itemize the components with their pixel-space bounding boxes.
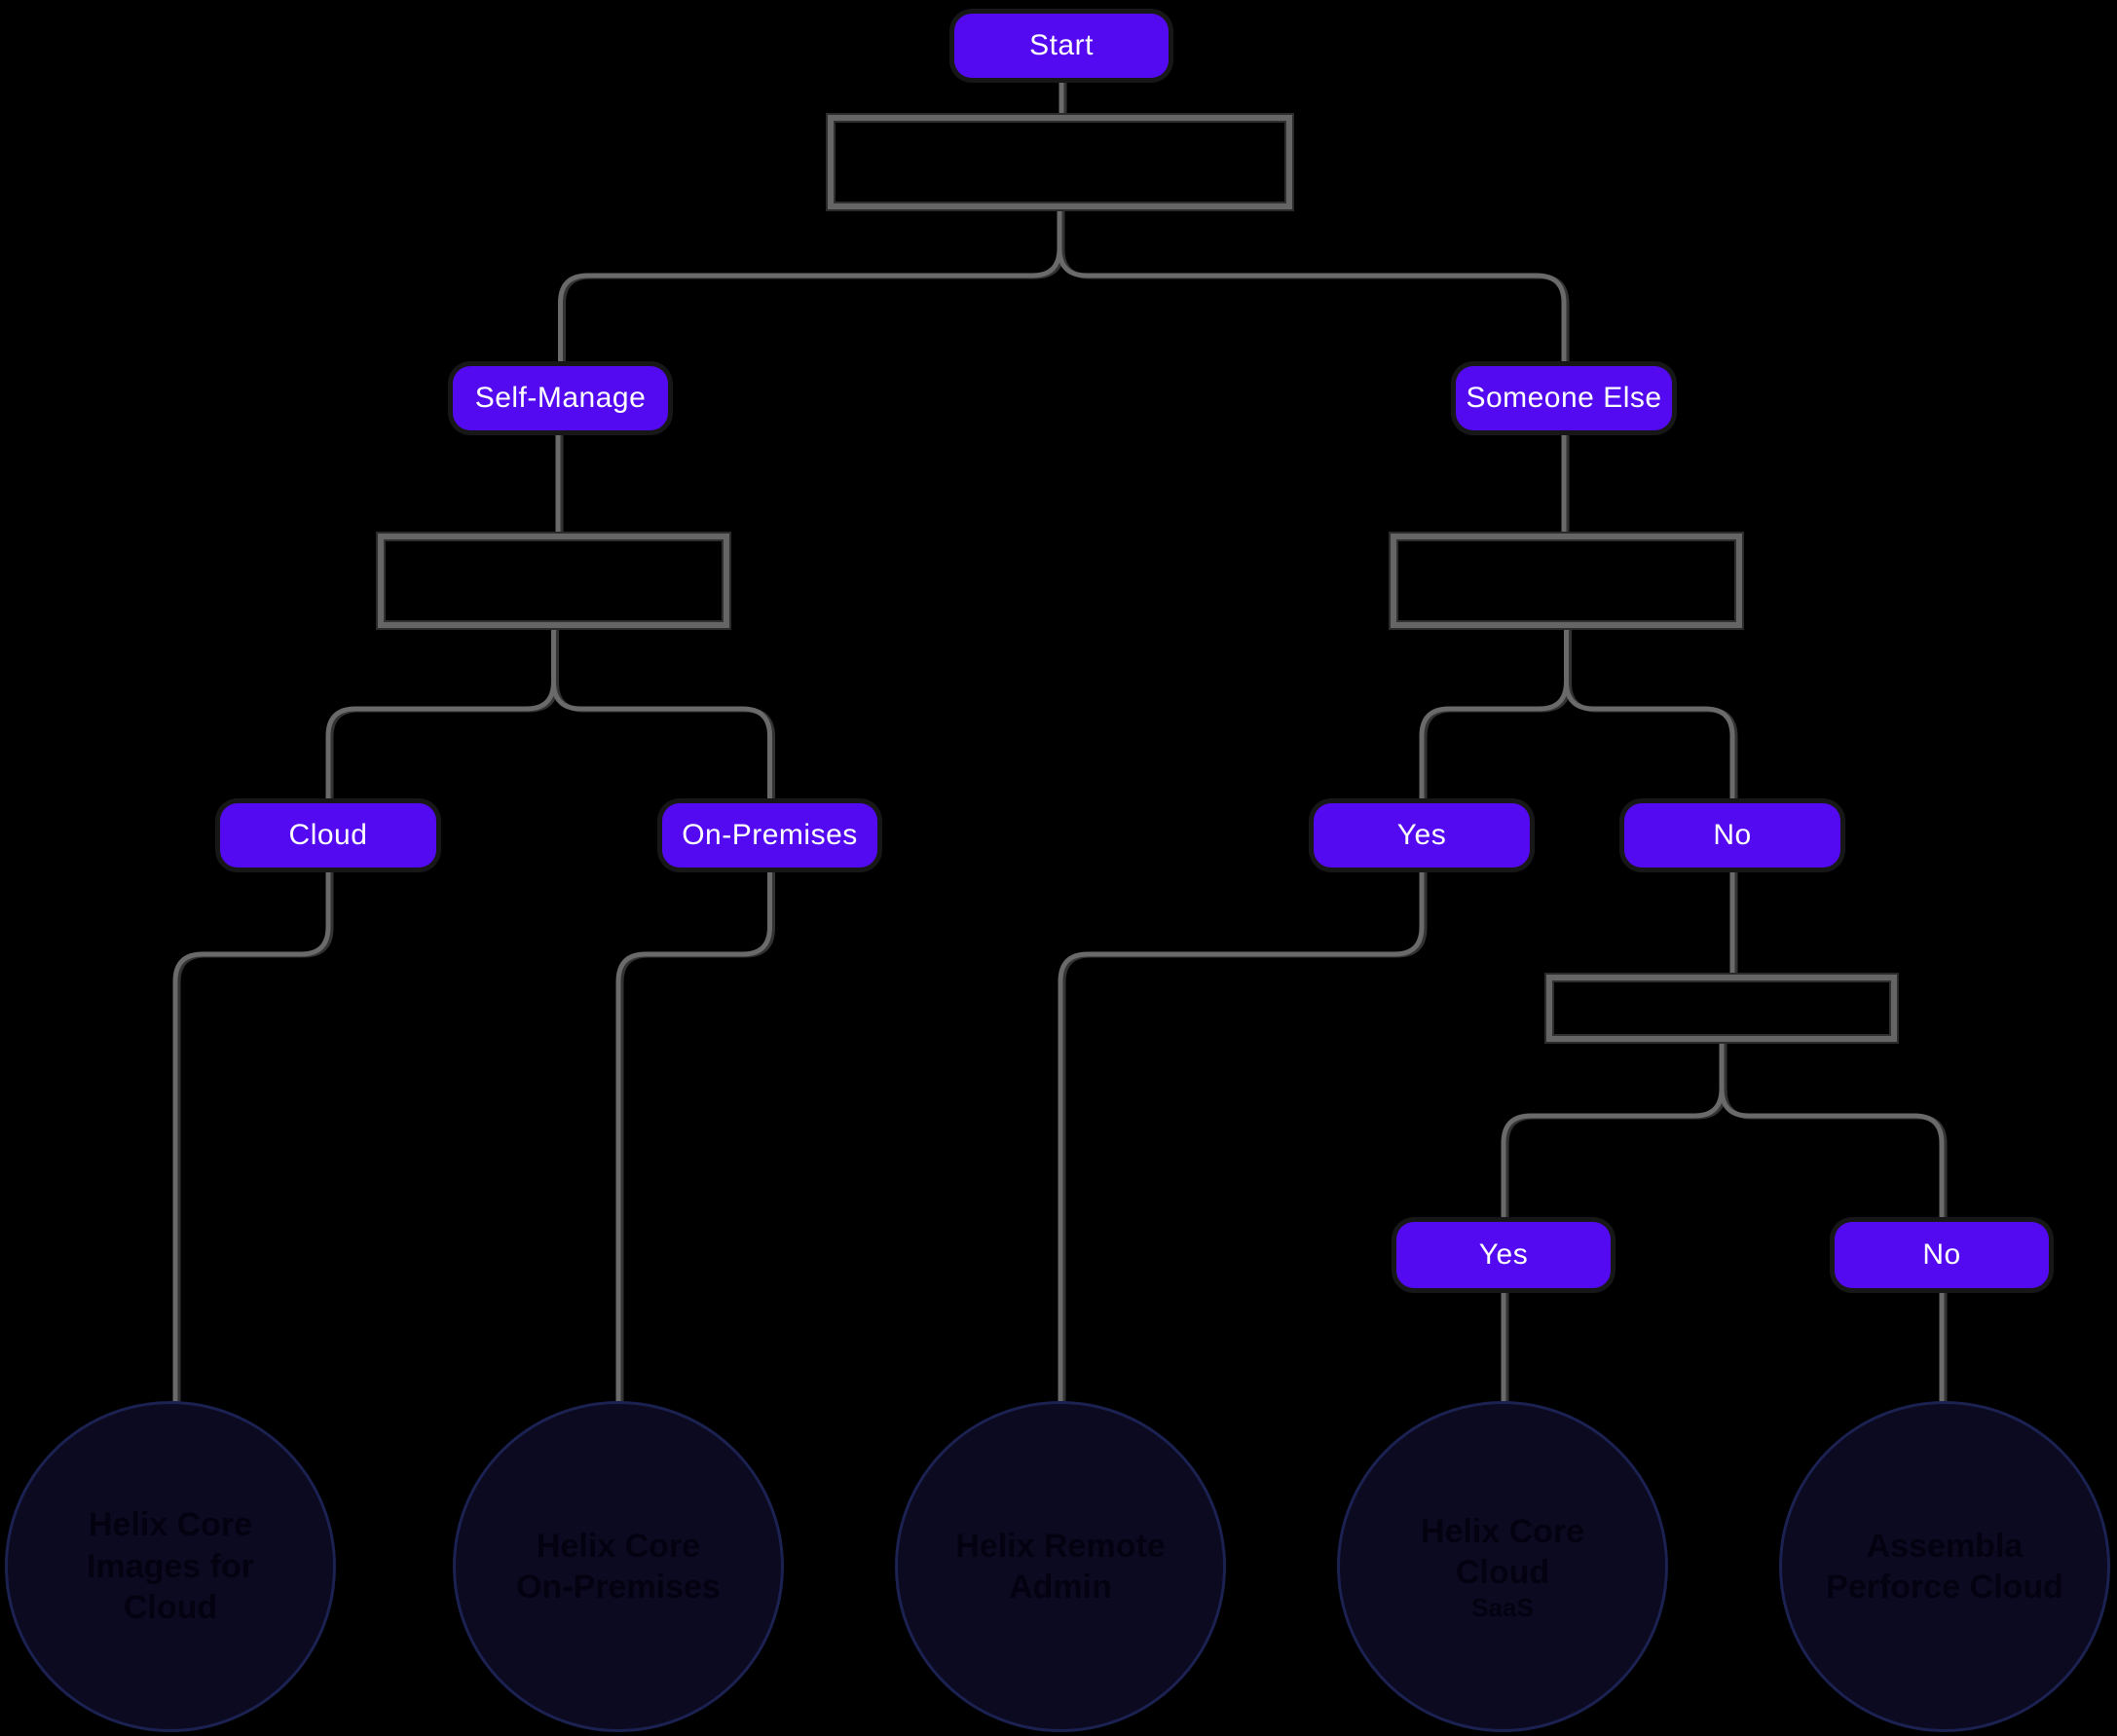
connector — [172, 868, 331, 1407]
outcome-circle-assembla-perforce-cloud: Assembla Perforce Cloud — [1779, 1401, 2110, 1732]
second-no-label: No — [1922, 1238, 1961, 1271]
cloud-label: Cloud — [288, 819, 368, 851]
connector — [1501, 1042, 1725, 1222]
outcome-circle-helix-core-images-for-cloud: Helix Core Images for Cloud — [5, 1401, 336, 1732]
connector — [615, 868, 772, 1407]
second-yes-node: Yes — [1396, 1222, 1611, 1288]
second-yes-label: Yes — [1478, 1238, 1529, 1271]
question-box-2 — [378, 534, 729, 628]
managed-no-node: No — [1624, 803, 1840, 868]
connector — [1057, 209, 1567, 366]
self-manage-node: Self-Manage — [453, 366, 668, 430]
cloud-node: Cloud — [220, 803, 436, 868]
connector — [1419, 628, 1569, 803]
outcome-label: Assembla Perforce Cloud — [1826, 1527, 2063, 1607]
question-box-3 — [1391, 534, 1742, 628]
on-premises-label: On-Premises — [682, 819, 858, 851]
connector — [325, 628, 556, 803]
connector — [1719, 1042, 1945, 1222]
connector — [558, 209, 1062, 366]
outcome-circle-helix-core-on-premises: Helix Core On-Premises — [453, 1401, 784, 1732]
question-box-4 — [1546, 975, 1897, 1042]
connector — [1564, 628, 1735, 803]
connector — [1058, 868, 1425, 1407]
second-no-node: No — [1835, 1222, 2049, 1288]
connector — [551, 628, 772, 803]
outcome-label: Helix Core On-Premises — [516, 1527, 721, 1607]
on-premises-node: On-Premises — [662, 803, 877, 868]
someone-else-node: Someone Else — [1456, 366, 1672, 430]
someone-else-label: Someone Else — [1466, 382, 1662, 414]
start-label: Start — [1029, 29, 1094, 61]
managed-no-label: No — [1713, 819, 1752, 851]
outcome-label: Helix Remote Admin — [955, 1527, 1166, 1607]
outcome-label: Helix Core Cloud — [1420, 1512, 1585, 1592]
self-manage-label: Self-Manage — [474, 382, 647, 414]
outcome-circle-helix-remote-admin: Helix Remote Admin — [895, 1401, 1226, 1732]
outcome-label: Helix Core Images for Cloud — [87, 1506, 254, 1627]
outcome-circle-helix-core-cloud: Helix Core Cloud SaaS — [1337, 1401, 1668, 1732]
managed-yes-node: Yes — [1314, 803, 1530, 868]
outcome-sublabel: SaaS — [1471, 1592, 1534, 1622]
start-node: Start — [954, 14, 1169, 78]
question-box-1 — [828, 115, 1292, 209]
managed-yes-label: Yes — [1396, 819, 1447, 851]
